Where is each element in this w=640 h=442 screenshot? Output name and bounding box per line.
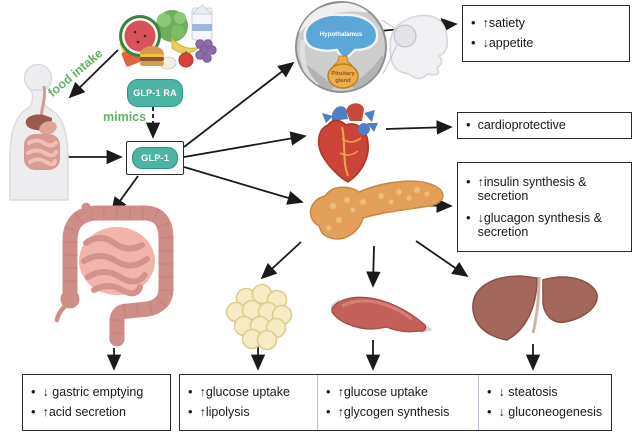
outcome-text: ↓ steatosis <box>498 385 558 400</box>
satiety-outcome-box: ↑satiety ↓appetite <box>462 5 630 62</box>
pancreas-list: ↑insulin synthesis & secretion ↓glucagon… <box>458 163 631 251</box>
liver-list: ↓ steatosis ↓ gluconeogenesis <box>479 375 611 430</box>
glp1ra-node-label: GLP-1 RA <box>133 88 177 98</box>
outcome-text: ↓ gastric emptying <box>42 385 144 400</box>
grapes-icon <box>195 39 217 63</box>
heart-icon <box>317 103 378 183</box>
gastric-outcome-box: ↓ gastric emptying ↑acid secretion <box>22 374 171 431</box>
outcome-item: ↓ gluconeogenesis <box>487 405 609 420</box>
gut-list: ↓ gastric emptying ↑acid secretion <box>23 375 170 430</box>
liver-icon <box>472 275 598 341</box>
outcome-item: ↑lipolysis <box>188 405 315 420</box>
food-icon <box>119 4 217 70</box>
outcome-item: ↓ gastric emptying <box>31 385 166 400</box>
bullet <box>471 36 476 51</box>
outcome-text: ↑insulin synthesis & secretion <box>477 175 587 204</box>
faint-brain-outline <box>389 14 449 80</box>
metabolic-outcome-boxes: ↑glucose uptake ↑lipolysis ↑glucose upta… <box>179 374 612 431</box>
bullet <box>326 385 331 400</box>
liver-outcome-cell: ↓ steatosis ↓ gluconeogenesis <box>478 375 611 430</box>
outcome-item: ↓appetite <box>471 36 625 51</box>
outcome-text: ↑acid secretion <box>42 405 126 420</box>
outcome-item: ↓glucagon synthesis & secretion <box>466 211 627 239</box>
glp1-node-pill: GLP-1 <box>132 147 178 169</box>
bullet <box>326 405 331 420</box>
arrows <box>60 18 541 371</box>
burger-icon <box>140 46 164 66</box>
glp1ra-node: GLP-1 RA <box>127 79 183 107</box>
outcome-text: ↓ gluconeogenesis <box>498 405 603 420</box>
outcome-item: ↓ steatosis <box>487 385 609 400</box>
bullet <box>487 385 492 400</box>
arrow-glp1-to-pancreas <box>183 166 304 205</box>
outcome-item: ↑glucose uptake <box>188 385 315 400</box>
insulin-outcome-box: ↑insulin synthesis & secretion ↓glucagon… <box>457 162 632 252</box>
adipose-outcome-cell: ↑glucose uptake ↑lipolysis <box>180 375 317 430</box>
cardioprotective-outcome-box: cardioprotective <box>457 112 632 139</box>
bullet <box>487 405 492 420</box>
bullet <box>471 16 476 31</box>
muscle-list: ↑glucose uptake ↑glycogen synthesis <box>318 375 478 430</box>
outcome-item: ↑acid secretion <box>31 405 166 420</box>
outcome-text: ↑glucose uptake <box>337 385 428 400</box>
bullet <box>188 385 193 400</box>
hypothalamus-label: Hypothalamus <box>320 31 363 38</box>
arrow-heart-to-cardio-box <box>385 120 453 135</box>
bullet <box>466 118 471 133</box>
adipose-list: ↑glucose uptake ↑lipolysis <box>180 375 317 430</box>
satiety-list: ↑satiety ↓appetite <box>463 6 629 61</box>
arrow-pancreas-to-liver <box>415 240 469 278</box>
arrow-pancreas-to-muscle <box>366 245 381 288</box>
outcome-item: ↑glucose uptake <box>326 385 476 400</box>
glp1-node: GLP-1 <box>126 141 184 175</box>
bullet <box>466 211 471 226</box>
arrow-glp1-to-brain <box>183 61 295 148</box>
outcome-item: ↑satiety <box>471 16 625 31</box>
glp1-node-label: GLP-1 <box>141 152 169 164</box>
outcome-text: ↓glucagon synthesis & secretion <box>477 210 602 239</box>
outcome-item: cardioprotective <box>466 118 627 133</box>
outcome-text: ↑satiety <box>482 16 525 31</box>
arrow-food-to-body <box>68 49 119 99</box>
mimics-label: mimics <box>103 110 147 124</box>
outcome-text: ↑glucose uptake <box>199 385 290 400</box>
outcome-item: ↑glycogen synthesis <box>326 405 476 420</box>
outcome-text: ↓appetite <box>482 36 534 51</box>
bullet <box>188 405 193 420</box>
cardio-list: cardioprotective <box>458 113 631 138</box>
arrow-pancreas-to-adipose <box>260 241 302 280</box>
arrow-glp1-to-heart <box>183 131 307 158</box>
adipose-tissue-icon <box>225 283 293 351</box>
bullet <box>31 405 36 420</box>
intestine-icon <box>54 202 174 347</box>
pituitary-label-line1: Pituitary <box>331 71 355 77</box>
outcome-text: cardioprotective <box>477 118 566 133</box>
bullet <box>466 175 471 190</box>
outcome-item: ↑insulin synthesis & secretion <box>466 175 627 203</box>
brain-hypothalamus-pituitary-icon: Hypothalamus Pituitary gland <box>295 1 449 93</box>
pituitary-label-line2: gland <box>335 78 351 84</box>
pancreas-icon <box>309 180 444 240</box>
muscle-outcome-cell: ↑glucose uptake ↑glycogen synthesis <box>317 375 478 430</box>
skeletal-muscle-icon <box>330 296 433 333</box>
outcome-text: ↑glycogen synthesis <box>337 405 450 420</box>
bullet <box>31 385 36 400</box>
outcome-text: ↑lipolysis <box>199 405 250 420</box>
human-body-icon <box>9 63 69 201</box>
